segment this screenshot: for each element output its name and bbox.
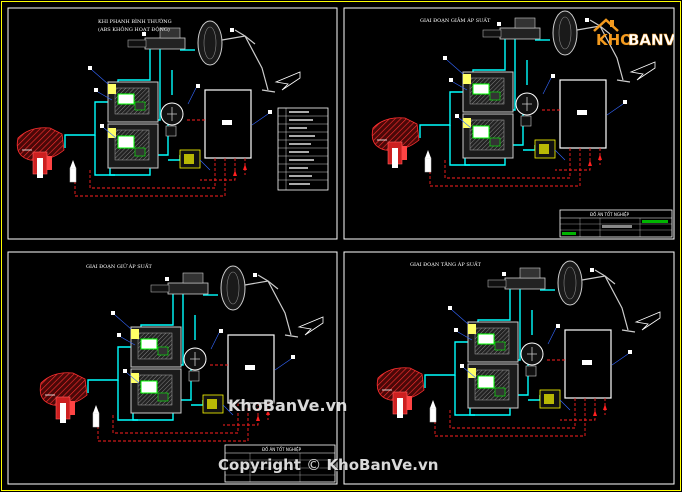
- watermark-copyright: Copyright © KhoBanVe.vn: [218, 456, 438, 474]
- panel-title: GIAI ĐOẠN GIỮ ÁP SUẤT: [86, 262, 152, 270]
- panel-subtitle: (ABS KHÔNG HOẠT ĐỘNG): [98, 25, 170, 33]
- logo-text-kho: KHO: [596, 31, 633, 49]
- khobanve-logo: KHO BANVE: [590, 15, 682, 51]
- panel-normal-braking: KHI PHANH BÌNH THƯỜNG (ABS KHÔNG HOẠT ĐỘ…: [7, 7, 338, 240]
- watermark-mid-text: KhoBanVe.vn: [228, 396, 348, 415]
- title-block-heading: ĐỒ ÁN TỐT NGHIỆP: [262, 447, 302, 452]
- watermark-copyright-site: KhoBanVe.vn: [326, 456, 439, 474]
- panel-title: KHI PHANH BÌNH THƯỜNG: [98, 17, 172, 25]
- panel-frame: [343, 7, 675, 240]
- panel-frame: [7, 251, 338, 485]
- title-block: ĐỒ ÁN TỐT NGHIỆP: [224, 444, 336, 483]
- panel-pressure-increase: GIAI ĐOẠN TĂNG ÁP SUẤT: [343, 251, 675, 485]
- panel-pressure-decrease: GIAI ĐOẠN GIẢM ÁP SUẤT ĐỒ ÁN TỐT NGHIỆP: [343, 7, 675, 240]
- panel-frame: [343, 251, 675, 485]
- watermark-copyright-word: Copyright: [218, 456, 301, 474]
- house-logo-icon: KHO BANVE: [593, 18, 682, 49]
- title-block: ĐỒ ÁN TỐT NGHIỆP: [559, 209, 673, 238]
- logo-text-banve: BANVE: [628, 31, 674, 49]
- watermark-mid: KhoBanVe.vn: [228, 396, 347, 415]
- panel-title: GIAI ĐOẠN TĂNG ÁP SUẤT: [410, 260, 482, 268]
- copyright-icon: ©: [306, 456, 322, 474]
- title-block-heading: ĐỒ ÁN TỐT NGHIỆP: [590, 212, 630, 217]
- panel-title: GIAI ĐOẠN GIẢM ÁP SUẤT: [420, 16, 491, 24]
- panel-frame: [7, 7, 338, 240]
- legend-table: [277, 107, 329, 191]
- panel-pressure-hold: GIAI ĐOẠN GIỮ ÁP SUẤT ĐỒ ÁN TỐT NGHIỆP: [7, 251, 338, 485]
